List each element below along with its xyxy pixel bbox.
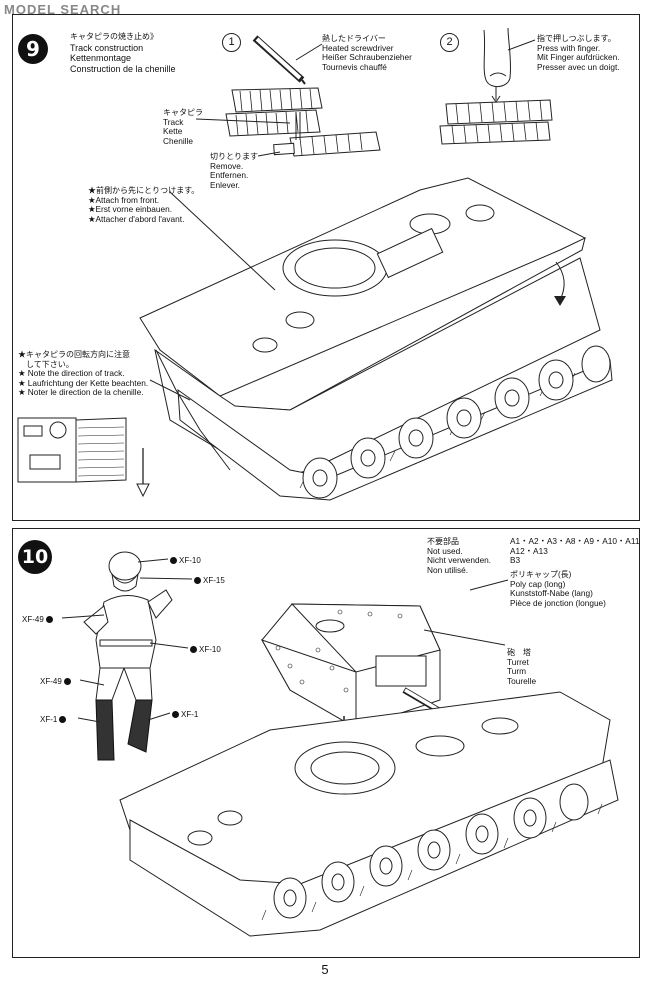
heated-screwdriver-label: 熱したドライバー Heated screwdriver Heißer Schra… (322, 34, 412, 72)
turret-drawing (260, 579, 509, 778)
step-9-number: 9 (18, 34, 48, 64)
paint-callout-face: XF-15 (192, 576, 225, 585)
finger-illustration (483, 27, 536, 103)
not-used-parts: A1・A2・A3・A8・A9・A10・A11 A12・A13 B3 (510, 536, 640, 566)
paint-callout-boots-left: XF-1 (40, 715, 68, 724)
remove-label: 切りとります Remove. Entfernen. Enlever. (210, 152, 258, 190)
attach-front-note: ★前側から先にとりつけます。 ★Attach from front. ★Erst… (88, 186, 200, 224)
step-9-title: キャタピラの焼き止め》 Track construction Kettenmon… (70, 32, 176, 74)
paint-dot-icon (59, 716, 67, 723)
tank-hull-step10 (119, 691, 619, 937)
soldier-figure (61, 551, 193, 761)
poly-cap-label: ポリキャップ(長) Poly cap (long) Kunststoff-Nab… (510, 570, 606, 608)
page-number: 5 (321, 962, 329, 977)
watermark-logo: MODEL SEARCH (4, 2, 122, 17)
paint-dot-icon (190, 646, 197, 653)
screwdriver-illustration (252, 35, 323, 85)
track-direction-inset (17, 417, 150, 498)
paint-dot-icon (170, 557, 177, 564)
paint-callout-tunic: XF-49 (22, 615, 55, 624)
paint-dot-icon (45, 616, 53, 623)
not-used-labels: 不要部品 Not used. Nicht verwenden. Non util… (427, 537, 492, 575)
track-piece-2 (439, 99, 553, 145)
step-10-number: 10 (18, 540, 52, 574)
press-finger-label: 指で押しつぶします。 Press with finger. Mit Finger… (537, 34, 620, 72)
paint-callout-trousers: XF-49 (40, 677, 73, 686)
track-label: キャタピラ Track Kette Chenille (163, 108, 203, 146)
paint-dot-icon (63, 678, 71, 685)
paint-dot-icon (172, 711, 179, 718)
step-10-panel (12, 528, 640, 958)
sub-step-2-marker: 2 (440, 33, 459, 52)
paint-callout-boots-right: XF-1 (170, 710, 198, 719)
paint-callout-belt: XF-10 (188, 645, 221, 654)
tank-hull-step9 (139, 177, 613, 501)
track-direction-note: ★キャタピラの回転方向に注意 して下さい。 ★ Note the directi… (18, 350, 149, 398)
turret-label: 砲 塔 Turret Turm Tourelle (507, 648, 537, 686)
paint-dot-icon (194, 577, 201, 584)
paint-callout-helmet: XF-10 (168, 556, 201, 565)
track-piece-1 (195, 87, 381, 157)
sub-step-1-marker: 1 (222, 33, 241, 52)
step-9-panel (12, 14, 640, 521)
